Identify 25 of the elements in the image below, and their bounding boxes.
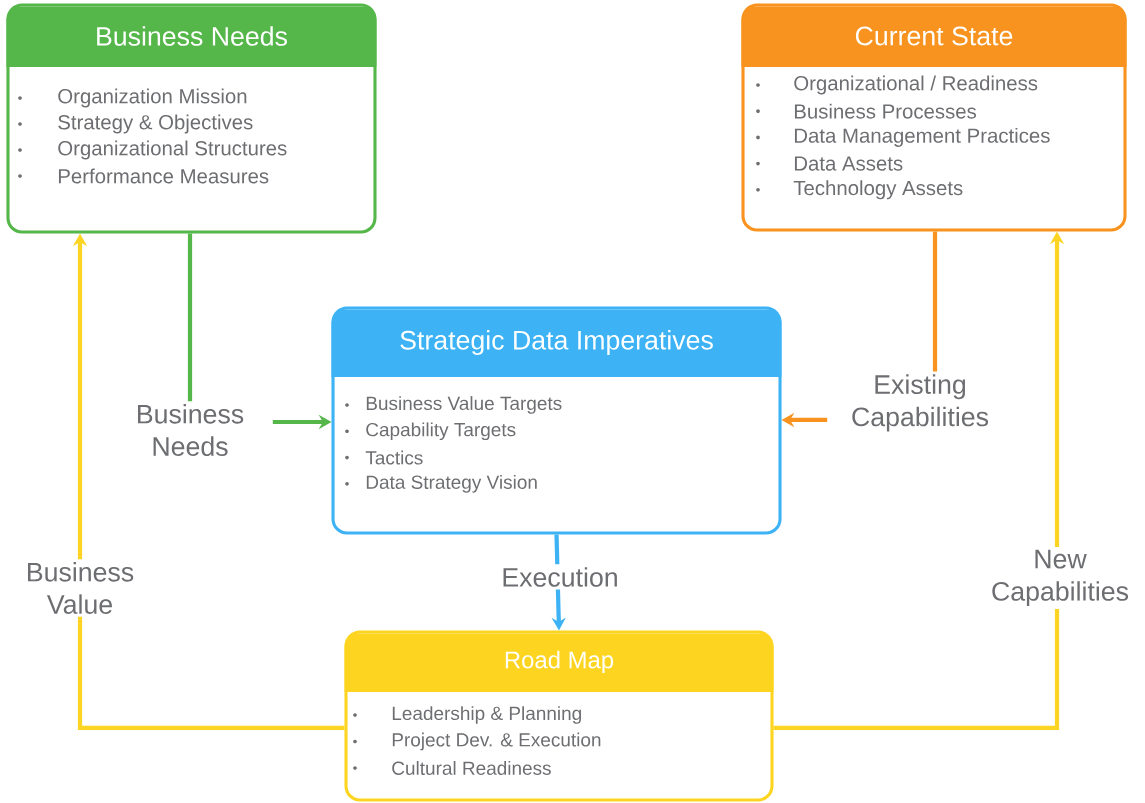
list-item: Data Management Practices [756, 127, 1050, 147]
list-item: Performance Measures [18, 168, 269, 184]
list-item: Technology Assets [756, 180, 963, 200]
card-heading: Road Map [505, 650, 614, 674]
edge-label: Existing Capabilities [852, 374, 989, 432]
list-item: Organization Mission [18, 88, 247, 108]
edge-label: Execution [503, 567, 617, 587]
list-item: Strategy & Objectives [18, 114, 253, 134]
card-heading: Business Needs [97, 26, 287, 46]
edge-label: Business Needs [138, 404, 244, 456]
list-item: Organizational Structures [18, 140, 287, 160]
card-heading: Strategic Data Imperatives [400, 330, 713, 355]
list-item: Project Dev. & Execution [353, 732, 601, 751]
edge-label: New Capabilities [992, 549, 1129, 607]
list-item: Business Value Targets [345, 396, 562, 414]
edge-label: Business Value [28, 562, 134, 614]
list-item: Capability Targets [345, 422, 516, 441]
list-item: Business Processes [756, 103, 977, 119]
list-item: Data Assets [756, 156, 903, 171]
list-item: Leadership & Planning [353, 706, 581, 724]
list-item: Organizational / Readiness [756, 75, 1038, 95]
list-item: Data Strategy Vision [345, 475, 537, 493]
card-heading: Current State [855, 26, 1013, 46]
list-item: Tactics [345, 450, 423, 465]
list-item: Cultural Readiness [353, 761, 551, 775]
